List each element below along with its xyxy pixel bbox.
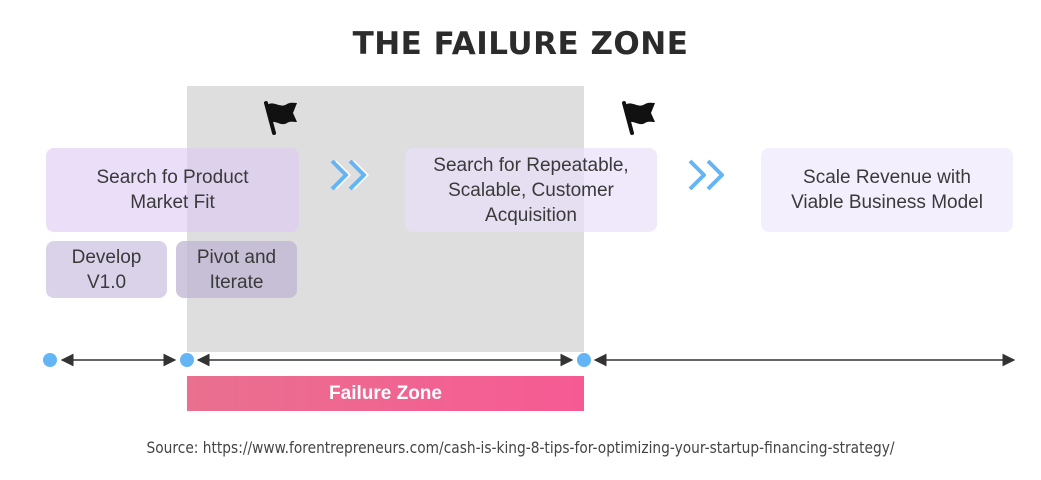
stage-label: Scale Revenue with Viable Business Model [791, 167, 983, 213]
substep-pivot: Pivot and Iterate [176, 241, 297, 298]
stage-customer-acquisition: Search for Repeatable, Scalable, Custome… [405, 148, 657, 232]
double-chevron-icon [688, 159, 727, 191]
timeline-dot [43, 353, 57, 367]
timeline-dot [577, 353, 591, 367]
stage-product-market-fit: Search fo Product Market Fit [46, 148, 299, 232]
substep-label: Pivot and Iterate [196, 246, 277, 293]
stage-scale-revenue: Scale Revenue with Viable Business Model [761, 148, 1013, 232]
stage-label: Search fo Product Market Fit [96, 167, 249, 213]
substep-label: Develop V1.0 [71, 246, 142, 293]
flag-icon [264, 101, 297, 135]
timeline-dot [180, 353, 194, 367]
stage-label: Search for Repeatable, Scalable, Custome… [433, 154, 629, 226]
double-chevron-icon [330, 159, 369, 191]
page-title: THE FAILURE ZONE [352, 26, 689, 62]
source-citation: Source: https://www.forentrepreneurs.com… [146, 438, 895, 457]
timeline [43, 353, 1016, 367]
flag-icon [622, 101, 655, 135]
failure-zone-label: Failure Zone [329, 382, 442, 404]
substep-develop: Develop V1.0 [46, 241, 167, 298]
failure-zone-bar: Failure Zone [187, 376, 584, 411]
